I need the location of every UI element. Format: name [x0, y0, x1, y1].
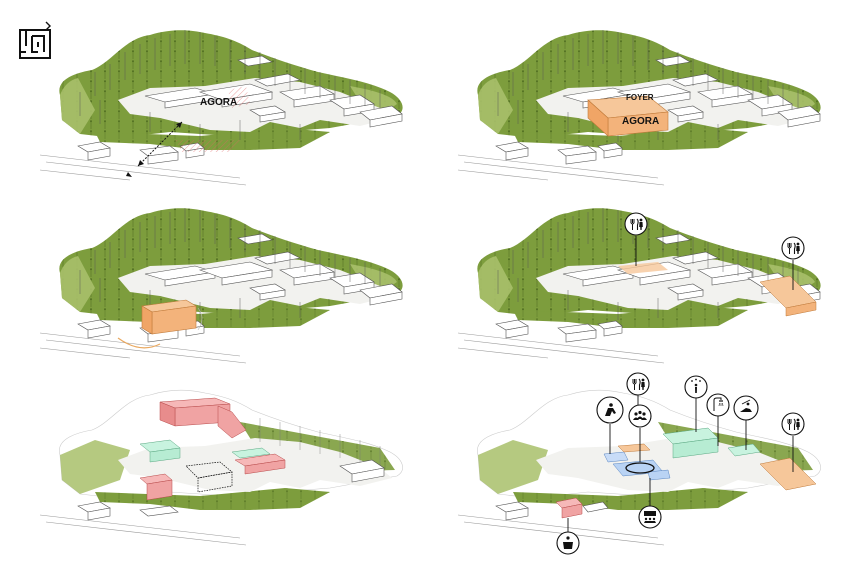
juggler-icon [684, 375, 708, 432]
panel-activities [457, 372, 821, 555]
foyer-label: FOYER [626, 93, 654, 102]
dining-block-east [759, 275, 817, 317]
podium-speaker-icon [556, 518, 580, 555]
maze-logo-icon [19, 21, 51, 59]
sitting-person-icon [596, 396, 624, 454]
dining-zone [618, 262, 668, 274]
fork-knife-person-icon [624, 212, 648, 266]
double-arrow-icon [126, 121, 183, 177]
panel-programme-blocks [39, 389, 403, 546]
orange-block-west [617, 443, 651, 453]
hatched-zone [228, 86, 250, 108]
fork-knife-person-icon [626, 372, 650, 408]
fork-knife-person-icon [781, 412, 805, 472]
agora-block [587, 95, 669, 137]
fork-knife-person-icon [781, 236, 805, 290]
agora-label: AGORA [200, 97, 237, 108]
blue-block [603, 451, 629, 463]
orange-block-east [759, 457, 817, 491]
panel-dining [457, 207, 821, 364]
agora-label: AGORA [622, 116, 659, 127]
ring-marker [625, 462, 655, 474]
entrance-block [117, 299, 203, 349]
panel-agora-axis: AGORA [19, 21, 403, 186]
panel-entrance-block [39, 207, 403, 364]
group-people-icon [628, 404, 652, 462]
mint-block-east [231, 447, 271, 459]
workout-icon [733, 395, 759, 450]
stage-audience-icon [638, 478, 662, 529]
red-block-north [159, 397, 247, 439]
hatched-zone [175, 140, 240, 152]
shower-icon [706, 393, 730, 446]
mint-block-east [727, 443, 761, 457]
panel-foyer-agora: FOYER AGORA [457, 29, 821, 186]
